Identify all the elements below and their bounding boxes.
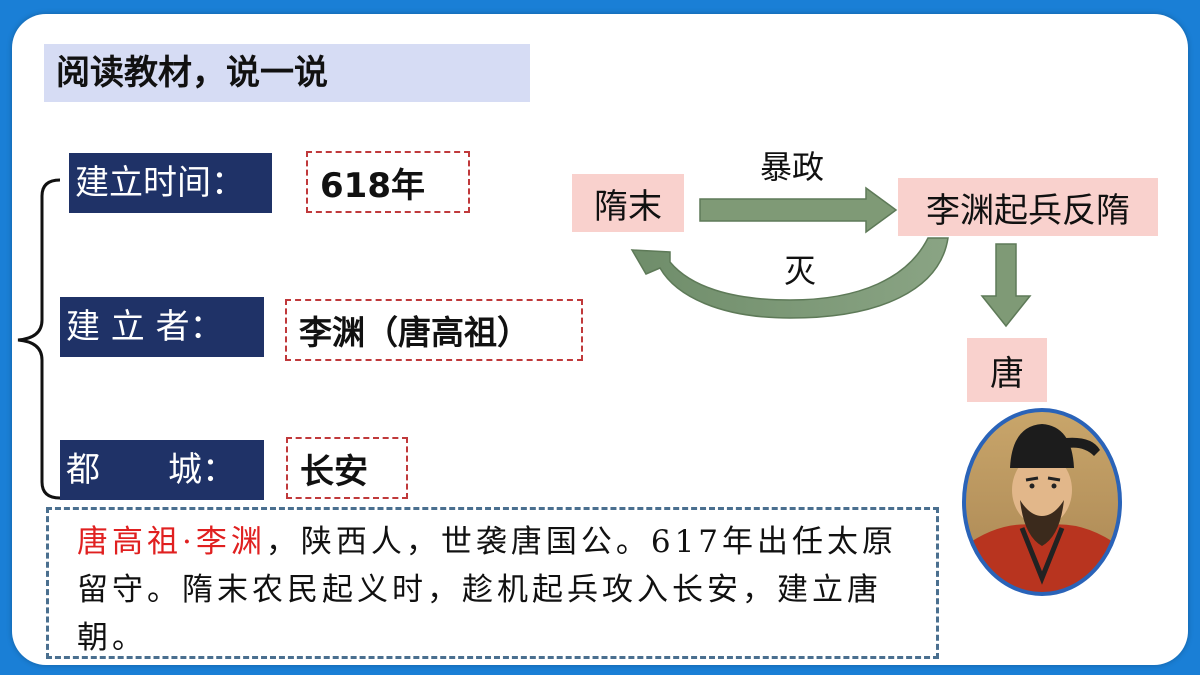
label-founding-time: 建立时间： [69,153,272,213]
arrow-label-destroy: 灭 [784,252,817,290]
flow-end-box: 唐 [967,338,1047,402]
value-founding-time: 618年 [306,151,470,213]
flow-start-box: 隋末 [572,174,684,232]
right-arrow-icon [699,186,898,234]
curved-back-arrow-icon [630,237,949,319]
label-founder: 建 立 者： [60,297,264,357]
label-capital: 都 城： [60,440,264,500]
value-founder: 李渊（唐高祖） [285,299,583,361]
down-arrow-icon [980,243,1032,328]
flow-middle-box: 李渊起兵反隋 [898,178,1158,236]
arrow-label-tyranny: 暴政 [760,148,825,186]
value-capital: 长安 [286,437,408,499]
portrait-image [962,408,1122,596]
description-text: ，陕西人，世袭唐国公。617年出任太原留守。隋末农民起义时，趁机起兵攻入长安，建… [77,524,898,656]
description-box: 唐高祖·李渊，陕西人，世袭唐国公。617年出任太原留守。隋末农民起义时，趁机起兵… [46,507,939,659]
description-highlight: 唐高祖·李渊 [77,524,266,560]
page-title: 阅读教材，说一说 [44,44,530,102]
brace-icon [17,178,61,500]
